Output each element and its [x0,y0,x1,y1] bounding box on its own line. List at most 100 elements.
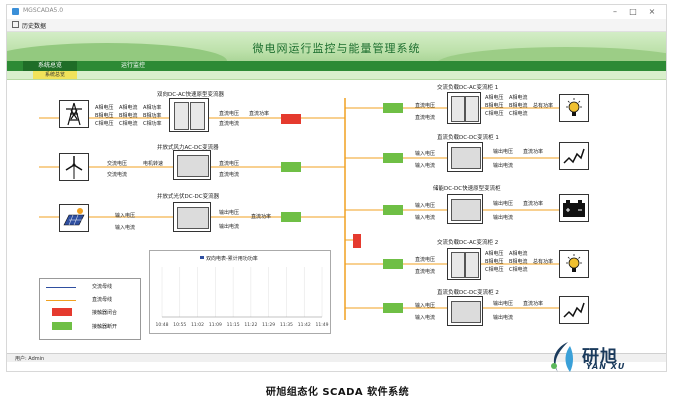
wind-title: 并放式风力AC-DC变流器 [157,145,219,151]
r1-dc-current: 直流电流 [415,115,436,121]
diagram-canvas: 双向DC-AC快速原型变流器 A相电压 B相电压 C相电压 A相电流 B相电流 … [7,80,666,352]
banner-hill-left [7,43,227,61]
sub-tabs: 系统总览 [7,71,666,80]
pv-output-current: 输出电流 [219,224,240,230]
subtab-overview[interactable]: 系统总览 [33,71,77,79]
r2-output-voltage: 输出电压 [493,149,514,155]
wind-dc-voltage: 直流电压 [219,161,240,167]
r1-b-voltage: B相电压 [485,103,504,109]
logo-mark [551,342,573,372]
minimize-button[interactable]: – [613,7,617,16]
status-user: 用户: Admin [15,356,45,362]
r2-output-current: 输出电流 [493,163,514,169]
close-button[interactable]: × [648,7,656,16]
r4-cabinet[interactable] [447,248,481,280]
legend-open-swatch [52,322,72,330]
bidir-c-power: C相功率 [143,121,162,127]
wind-dc-current: 直流电流 [219,172,240,178]
toolbar: 历史数据 [7,19,666,32]
bidir-converter-cabinet[interactable] [169,98,209,132]
wind-converter-cabinet[interactable] [173,150,211,180]
grid-tower-icon [59,100,89,128]
chart-legend-swatch [200,256,204,259]
light-bulb-icon [559,250,589,278]
legend-closed-label: 接触器闭合 [92,310,118,316]
r4-dc-voltage: 直流电压 [415,257,436,263]
chart-x-tick-label: 11:29 [262,322,275,328]
r3-dc-power: 直流功率 [523,201,544,207]
bidir-a-current: A相电流 [119,105,138,111]
r2-title: 直流负载DC-DC变流柜 1 [437,135,499,141]
contactor-bidir-closed[interactable] [281,114,301,124]
legend-dc-label: 直流母线 [92,297,113,303]
r1-total-power: 总有功率 [533,103,554,109]
r3-input-voltage: 输入电压 [415,203,436,209]
r3-output-voltage: 输出电压 [493,201,514,207]
r3-cabinet[interactable] [447,194,483,224]
contactor-r2-open[interactable] [383,153,403,163]
r4-title: 交流负载DC-AC变流柜 2 [437,240,499,246]
banner: 微电网运行监控与能量管理系统 [7,32,666,61]
legend-ac-line [46,287,76,288]
contactor-r5-open[interactable] [383,303,403,313]
bidir-dc-voltage: 直流电压 [219,111,240,117]
r5-input-current: 输入电流 [415,315,436,321]
r2-input-current: 输入电流 [415,163,436,169]
resistor-load-icon [559,142,589,170]
contactor-wind-open[interactable] [281,162,301,172]
contactor-r3-open[interactable] [383,205,403,215]
r2-cabinet[interactable] [447,142,483,172]
main-tabs: 系统总览 运行监控 [7,61,666,71]
bidir-dc-power: 直流功率 [249,111,270,117]
pv-title: 并放式光伏DC-DC变流器 [157,194,220,200]
chart-x-tick-label: 11:22 [244,322,257,328]
r5-output-voltage: 输出电压 [493,301,514,307]
wind-turbine-icon [59,153,89,181]
title-bar: MGSCADA5.0 – □ × [7,5,666,19]
r4-c-voltage: C相电压 [485,267,504,273]
r3-title: 储能DC-DC快速原型变流柜 [433,186,501,192]
chart-x-tick-label: 11:49 [316,322,329,328]
window-title: MGSCADA5.0 [23,7,64,14]
tab-overview[interactable]: 系统总览 [23,61,77,71]
history-icon[interactable] [12,21,19,28]
battery-icon [559,194,589,222]
r4-dc-current: 直流电流 [415,269,436,275]
chart-x-tick-label: 10:48 [156,322,169,328]
pv-converter-cabinet[interactable] [173,202,211,232]
legend-open-label: 接触器断开 [92,324,118,330]
r5-title: 直流负载DC-DC变流柜 2 [437,290,499,296]
bidir-b-voltage: B相电压 [95,113,114,119]
logo-cn: 研旭 [582,347,618,367]
r5-dc-power: 直流功率 [523,301,544,307]
bidir-a-voltage: A相电压 [95,105,114,111]
r1-dc-voltage: 直流电压 [415,103,436,109]
contactor-r4-open[interactable] [383,259,403,269]
contactor-bus-closed[interactable] [353,234,361,248]
app-icon [12,8,19,15]
r4-b-voltage: B相电压 [485,259,504,265]
tab-monitoring[interactable]: 运行监控 [120,62,145,69]
contactor-pv-open[interactable] [281,212,301,222]
legend-closed-swatch [52,308,72,316]
maximize-button[interactable]: □ [629,7,637,16]
pv-dc-power: 直流功率 [251,214,272,220]
r1-cabinet[interactable] [447,92,481,124]
chart-x-tick-label: 11:42 [298,322,311,328]
r5-input-voltage: 输入电压 [415,303,436,309]
legend-box: 交流母线 直流母线 接触器闭合 接触器断开 [39,278,141,340]
pv-input-current: 输入电流 [115,225,136,231]
bidir-c-current: C相电流 [119,121,138,127]
pv-output-voltage: 输出电压 [219,210,240,216]
wind-ac-voltage: 交流电压 [107,161,128,167]
r5-output-current: 输出电流 [493,315,514,321]
pv-input-voltage: 输入电压 [115,213,136,219]
r5-cabinet[interactable] [447,296,483,326]
contactor-r1-open[interactable] [383,103,403,113]
r1-a-voltage: A相电压 [485,95,504,101]
history-data-button[interactable]: 历史数据 [22,23,47,30]
r1-a-current: A相电流 [509,95,528,101]
r3-output-current: 输出电流 [493,215,514,221]
